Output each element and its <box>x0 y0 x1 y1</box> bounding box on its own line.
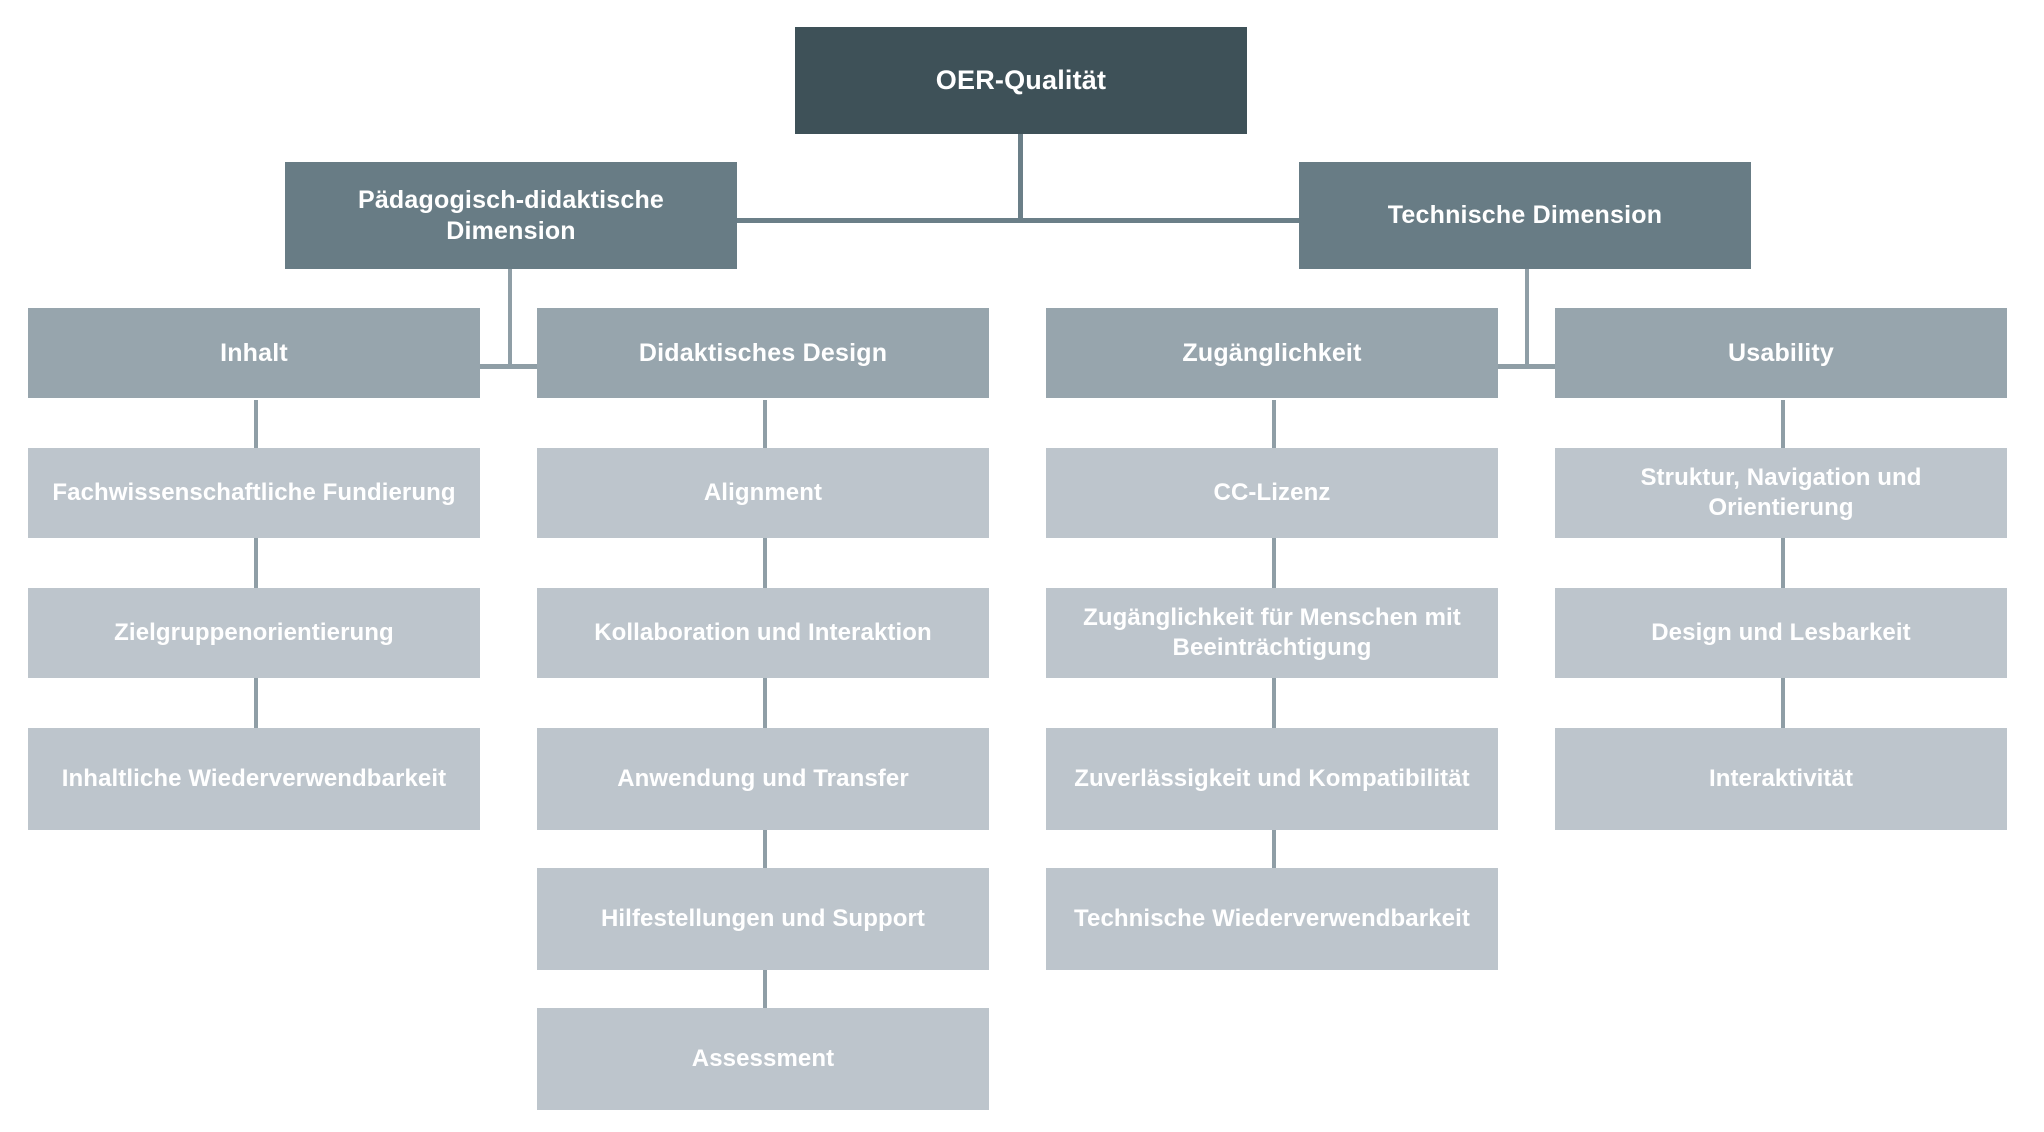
node-label: Design und Lesbarkeit <box>1651 619 1911 647</box>
node-label: Technische Dimension <box>1387 201 1663 229</box>
node-label: Alignment <box>703 479 823 507</box>
connector-dim-right-stem <box>1525 268 1529 368</box>
node-category-usability[interactable]: Usability <box>1555 308 2007 398</box>
node-dimension-paedagogisch-didaktisch[interactable]: Pädagogisch-didaktische Dimension <box>285 162 737 269</box>
connector-dim-right-spine <box>1272 364 1782 369</box>
node-root-oer-qualitaet[interactable]: OER-Qualität <box>795 27 1247 134</box>
node-category-zugaenglichkeit[interactable]: Zugänglichkeit <box>1046 308 1498 398</box>
node-criterion-hilfestellungen-und-support[interactable]: Hilfestellungen und Support <box>537 868 989 970</box>
node-criterion-zielgruppenorientierung[interactable]: Zielgruppenorientierung <box>28 588 480 678</box>
node-dimension-technisch[interactable]: Technische Dimension <box>1299 162 1751 269</box>
node-label: Inhalt <box>220 338 288 367</box>
connector-root-spine <box>510 218 1530 223</box>
node-label: Zugänglichkeit <box>1182 338 1362 367</box>
node-criterion-fachwissenschaftliche-fundierung[interactable]: Fachwissenschaftliche Fundierung <box>28 448 480 538</box>
node-criterion-zugaenglichkeit-beeintraechtigung[interactable]: Zugänglichkeit für Menschen mit Beeinträ… <box>1046 588 1498 678</box>
node-label: Didaktisches Design <box>638 338 888 367</box>
node-label: OER-Qualität <box>935 64 1107 95</box>
node-label: Inhaltliche Wiederverwendbarkeit <box>61 765 447 793</box>
node-criterion-assessment[interactable]: Assessment <box>537 1008 989 1110</box>
node-criterion-alignment[interactable]: Alignment <box>537 448 989 538</box>
node-label: Technische Wiederverwendbarkeit <box>1074 905 1470 933</box>
node-label: Fachwissenschaftliche Fundierung <box>52 479 456 507</box>
node-category-didaktisches-design[interactable]: Didaktisches Design <box>537 308 989 398</box>
node-label: Assessment <box>691 1045 835 1073</box>
node-label: Zugänglichkeit für Menschen mit Beeinträ… <box>1083 604 1461 661</box>
node-label: CC-Lizenz <box>1213 479 1331 507</box>
node-criterion-anwendung-und-transfer[interactable]: Anwendung und Transfer <box>537 728 989 830</box>
node-label: Usability <box>1728 338 1834 367</box>
node-criterion-struktur-navigation-orientierung[interactable]: Struktur, Navigation und Orientierung <box>1555 448 2007 538</box>
connector-root-stem <box>1018 134 1023 220</box>
node-label: Anwendung und Transfer <box>617 765 909 793</box>
node-label: Zielgruppenorientierung <box>114 619 394 647</box>
node-label: Pädagogisch-didaktische Dimension <box>357 185 665 245</box>
node-label: Zuverlässigkeit und Kompatibilität <box>1074 765 1470 793</box>
node-label: Hilfestellungen und Support <box>600 905 926 933</box>
node-criterion-cc-lizenz[interactable]: CC-Lizenz <box>1046 448 1498 538</box>
node-criterion-interaktivitaet[interactable]: Interaktivität <box>1555 728 2007 830</box>
node-category-inhalt[interactable]: Inhalt <box>28 308 480 398</box>
connector-dim-left-spine <box>254 364 764 369</box>
node-criterion-inhaltliche-wiederverwendbarkeit[interactable]: Inhaltliche Wiederverwendbarkeit <box>28 728 480 830</box>
node-label: Interaktivität <box>1708 765 1854 793</box>
connector-dim-left-stem <box>508 268 512 368</box>
node-label: Struktur, Navigation und Orientierung <box>1640 464 1922 521</box>
connector-col-zugaenglichkeit <box>1272 400 1276 970</box>
node-label: Kollaboration und Interaktion <box>594 619 932 647</box>
node-criterion-technische-wiederverwendbarkeit[interactable]: Technische Wiederverwendbarkeit <box>1046 868 1498 970</box>
node-criterion-kollaboration-und-interaktion[interactable]: Kollaboration und Interaktion <box>537 588 989 678</box>
node-criterion-zuverlaessigkeit-und-kompatibilitaet[interactable]: Zuverlässigkeit und Kompatibilität <box>1046 728 1498 830</box>
node-criterion-design-und-lesbarkeit[interactable]: Design und Lesbarkeit <box>1555 588 2007 678</box>
